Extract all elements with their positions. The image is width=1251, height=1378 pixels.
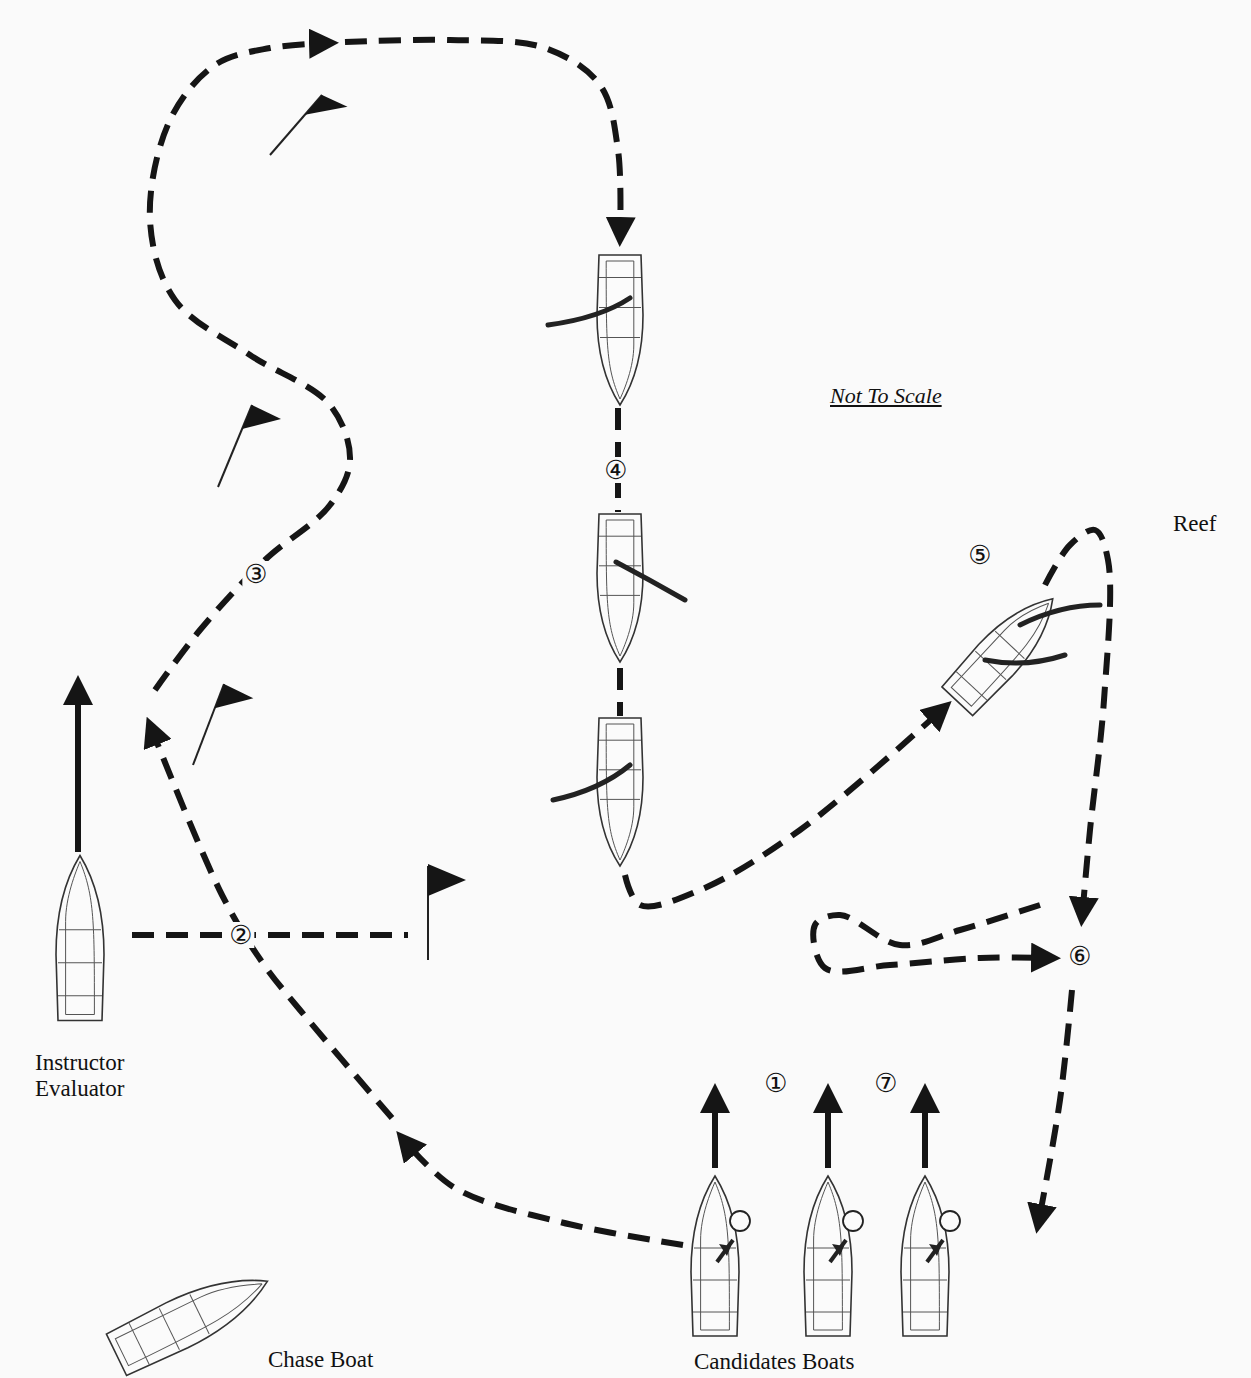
- hull-inner-line: [606, 261, 634, 399]
- thwart: [693, 1312, 737, 1313]
- tiller-head: [719, 1244, 731, 1256]
- hull-inner-line: [701, 1182, 730, 1330]
- thwart: [975, 651, 1006, 680]
- mark-flag: [215, 684, 254, 708]
- line-of-sight: [132, 932, 408, 938]
- thwart: [129, 1323, 149, 1364]
- mark-flag: [305, 95, 348, 115]
- tiller: [927, 1240, 943, 1262]
- boat-label: Instructor Evaluator: [35, 1050, 165, 1103]
- thwart: [59, 929, 101, 930]
- mark-flag-pole: [218, 405, 252, 487]
- mark-flag: [242, 405, 281, 429]
- thwart: [903, 1312, 947, 1313]
- thwart: [599, 740, 641, 741]
- sail: [616, 562, 685, 600]
- crew-marker: [940, 1211, 960, 1231]
- sail: [985, 655, 1065, 663]
- sail: [553, 765, 630, 800]
- hull-outline: [804, 1176, 852, 1336]
- mark-flag: [428, 864, 466, 896]
- thwart: [693, 1280, 737, 1281]
- hull-inner-line: [911, 1182, 940, 1330]
- tiller-head: [832, 1244, 844, 1256]
- crew-marker: [730, 1211, 750, 1231]
- tacking-boat: [597, 514, 643, 662]
- thwart: [806, 1280, 850, 1281]
- course-path: [617, 668, 623, 716]
- course-path: [150, 43, 350, 690]
- course-path: [1045, 530, 1110, 918]
- thwart: [190, 1295, 209, 1335]
- hull-outline: [691, 1176, 739, 1336]
- hull-outline: [106, 1259, 279, 1378]
- hull-inner-line: [606, 520, 634, 656]
- callout-number: ③: [242, 561, 269, 587]
- hull-inner-line: [951, 594, 1058, 706]
- hull-outline: [56, 856, 104, 1021]
- boat-label: Chase Boat: [268, 1347, 373, 1373]
- hull-outline: [597, 718, 643, 866]
- scale-note: Not To Scale: [830, 383, 942, 408]
- callout-number: ①: [762, 1070, 789, 1096]
- candidate-boat: [901, 1176, 949, 1336]
- hull-outline: [597, 514, 643, 662]
- heading-arrow: [712, 1092, 718, 1168]
- thwart: [58, 995, 102, 996]
- thwart: [599, 307, 641, 308]
- thwart: [600, 337, 640, 338]
- crew-marker: [843, 1211, 863, 1231]
- course-path: [150, 725, 392, 1118]
- callout-number: ②: [227, 922, 254, 948]
- chase-boat: [106, 1259, 279, 1378]
- thwart: [600, 799, 640, 800]
- tiller: [717, 1240, 733, 1262]
- boat-label: Candidates Boats: [694, 1349, 854, 1375]
- thwart: [599, 536, 641, 537]
- course-path: [813, 905, 1052, 972]
- course-path: [345, 40, 620, 238]
- callout-number: ⑥: [1066, 943, 1093, 969]
- hull-inner-line: [115, 1270, 268, 1365]
- instructor-boat: [56, 856, 104, 1021]
- hull-outline: [940, 583, 1069, 717]
- reef-boat: [940, 583, 1069, 717]
- hull-outline: [597, 255, 643, 405]
- hull-inner-line: [66, 862, 95, 1015]
- candidate-boat: [804, 1176, 852, 1336]
- heading-arrow: [922, 1092, 928, 1168]
- heading-arrow: [75, 684, 81, 852]
- thwart: [806, 1312, 850, 1313]
- thwart: [600, 595, 640, 596]
- candidate-boat: [691, 1176, 739, 1336]
- callout-number: ⑦: [872, 1070, 899, 1096]
- heading-arrow: [825, 1092, 831, 1168]
- callout-number: ④: [602, 457, 629, 483]
- course-path: [625, 707, 945, 907]
- hull-outline: [901, 1176, 949, 1336]
- thwart: [58, 962, 102, 963]
- thwart: [995, 631, 1024, 658]
- course-path: [1038, 990, 1072, 1225]
- thwart: [956, 672, 987, 701]
- sail: [1020, 605, 1100, 625]
- hull-inner-line: [814, 1182, 843, 1330]
- tacking-boat: [597, 255, 643, 405]
- tiller: [830, 1240, 846, 1262]
- thwart: [159, 1308, 179, 1349]
- thwart: [903, 1280, 947, 1281]
- sail: [548, 298, 630, 325]
- tacking-boat: [597, 718, 643, 866]
- course-path: [402, 1138, 683, 1245]
- tiller-head: [929, 1244, 941, 1256]
- hull-inner-line: [606, 724, 634, 860]
- callout-number: ⑤: [966, 542, 993, 568]
- thwart: [599, 277, 641, 278]
- reef-label: Reef: [1173, 511, 1216, 537]
